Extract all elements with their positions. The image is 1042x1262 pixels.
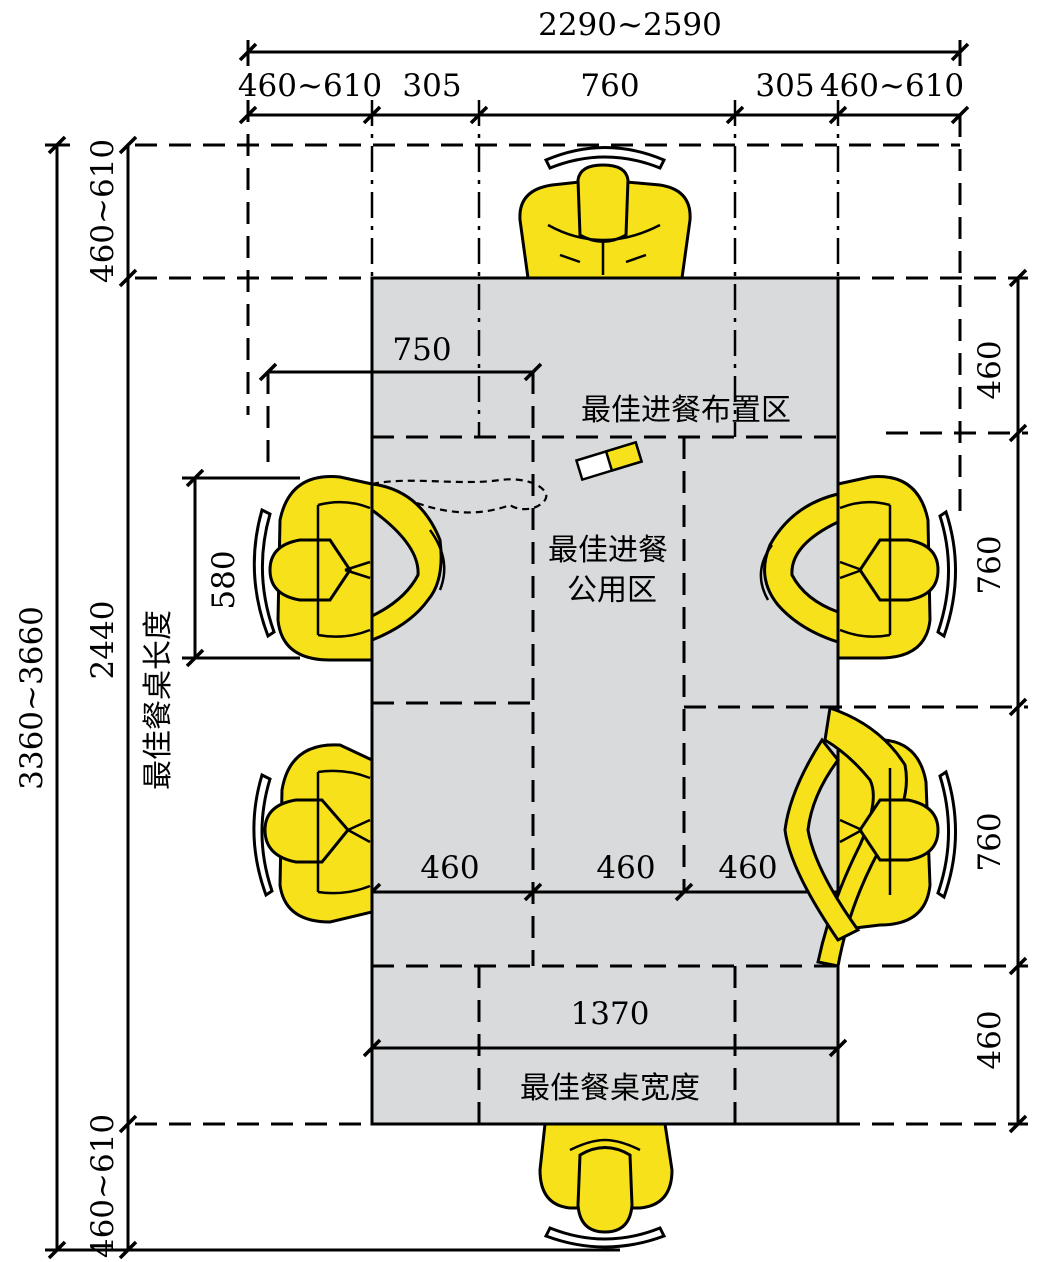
person-top-view-icon [783,706,957,968]
table-width-label: 1370 [571,996,650,1032]
right-seg-2-label: 760 [972,535,1008,594]
dining-table [370,276,840,1126]
person-top-view-icon [252,743,374,924]
dash-dot-guides [370,100,840,437]
person-top-view-icon [759,475,957,660]
best-shared-zone-label-line1: 最佳进餐 [548,533,668,568]
left-top-margin-label: 460~610 [85,139,121,283]
best-layout-zone-label: 最佳进餐布置区 [581,393,791,428]
top-seg-1-label: 460~610 [238,68,382,104]
top-seg-3-label: 760 [580,68,639,104]
table-width-dimension [362,1038,848,1058]
top-seg-4-label: 305 [755,68,814,104]
shoulder-depth-label: 580 [206,550,242,609]
inner-width-1-label: 460 [420,850,479,886]
person-top-view-icon [518,146,692,280]
right-seg-4-label: 460 [972,1010,1008,1069]
dashed-guides [135,100,1028,1126]
table-length-label: 2440 [85,601,121,680]
person-top-view-icon [252,475,446,662]
shoulder-dimension [182,468,300,668]
overall-width-label: 2290~2590 [538,7,722,43]
inner-width-3-label: 460 [718,850,777,886]
person-top-view-icon [538,1122,674,1249]
best-table-length-label: 最佳餐桌长度 [141,610,176,790]
utensil-icon [574,440,644,482]
elbow-width-label: 750 [392,332,451,368]
inner-width-2-label: 460 [596,850,655,886]
left-bottom-margin-label: 460~610 [85,1114,121,1258]
right-seg-3-label: 760 [972,812,1008,871]
top-segment-dimension [238,105,970,125]
elbow-dimension [258,362,543,382]
top-seg-2-label: 305 [402,68,461,104]
best-shared-zone-label-line2: 公用区 [567,573,657,608]
overall-length-label: 3360~3660 [14,606,50,790]
top-seg-5-label: 460~610 [820,68,964,104]
left-length-dimension [60,135,620,1260]
best-table-width-label: 最佳餐桌宽度 [520,1071,700,1106]
top-overall-dimension [238,40,970,66]
right-dimension [1008,268,1028,1134]
right-seg-1-label: 460 [972,340,1008,399]
